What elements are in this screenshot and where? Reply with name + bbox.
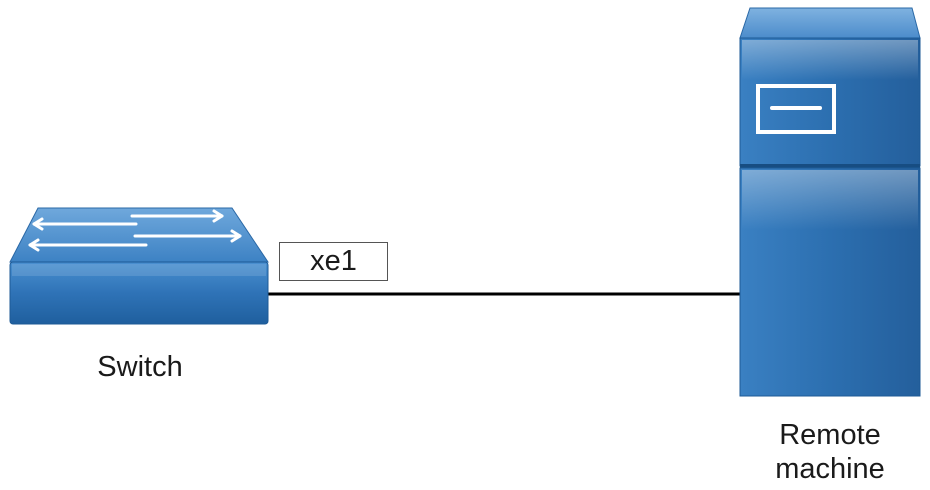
- port-label: xe1: [279, 242, 388, 281]
- remote-machine-label: Remote machine: [730, 418, 930, 486]
- port-label-text: xe1: [310, 245, 357, 277]
- remote-label-line2: machine: [775, 453, 885, 485]
- drive-bay-icon: [756, 84, 836, 134]
- server-tower-icon: [739, 7, 921, 397]
- switch-label: Switch: [97, 351, 183, 383]
- remote-label-line1: Remote: [779, 419, 881, 451]
- switch-arrows-icon: [28, 209, 242, 252]
- network-switch-icon: [9, 207, 269, 325]
